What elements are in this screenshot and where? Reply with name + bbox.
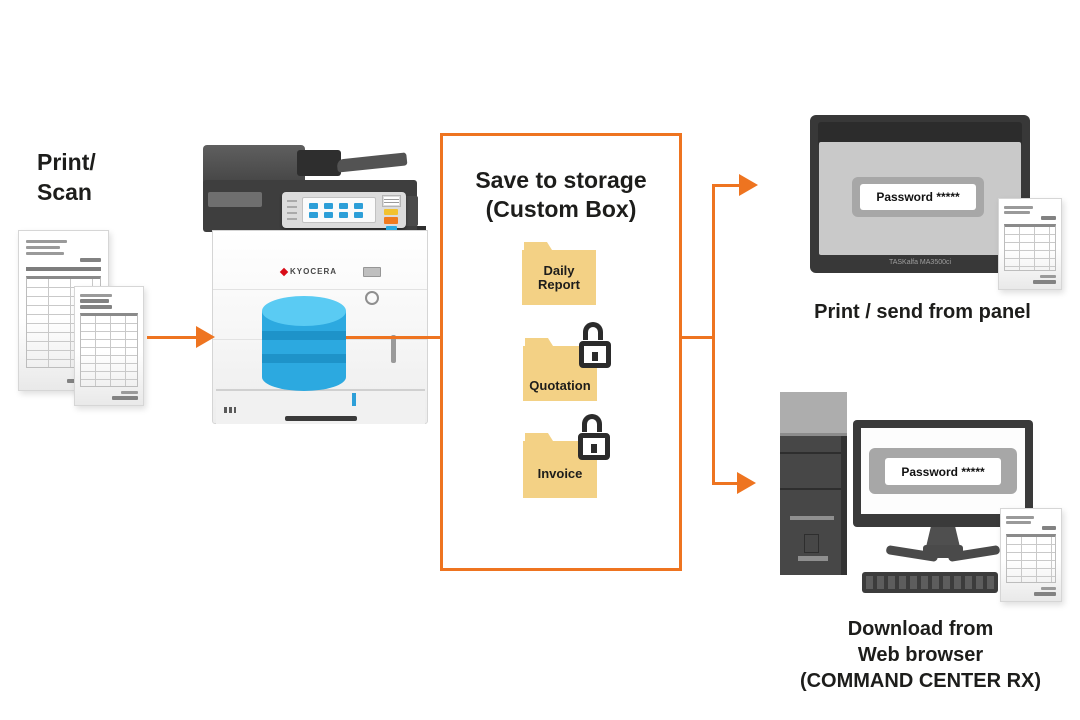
arrow-to-panel: [712, 184, 740, 187]
body-seam: [213, 289, 427, 290]
paper-level-indicator: [352, 393, 356, 406]
brand-text: KYOCERA: [290, 267, 338, 276]
operation-panel-device: Password ***** TASKalfa MA3500ci: [810, 115, 1030, 273]
line-printer-to-box: [340, 336, 440, 339]
printer-panel-hinge: [404, 196, 418, 226]
tower-button-panel: [804, 534, 819, 553]
password-field: Password *****: [885, 458, 1001, 485]
save-to-storage-box: Save to storage (Custom Box) Daily Repor…: [440, 133, 682, 571]
document-table-graphic: [80, 313, 138, 387]
kyocera-diamond-icon: [279, 267, 289, 276]
lock-icon: [578, 414, 610, 460]
pc-monitor: Password *****: [853, 420, 1033, 527]
arrowhead-right-icon: [737, 472, 756, 494]
pc-tower: [780, 392, 847, 575]
door-handle: [391, 335, 396, 363]
print-scan-heading: Print/ Scan: [37, 149, 96, 205]
folder-label: Quotation: [529, 377, 591, 393]
printer-control-panel: [282, 192, 406, 232]
folder-label: Invoice: [537, 466, 583, 481]
tower-seam: [780, 488, 847, 490]
database-icon: [262, 296, 346, 391]
monitor-screen: Password *****: [861, 428, 1025, 514]
device-model-label: TASKalfa MA3500ci: [888, 259, 952, 266]
stop-key: [384, 217, 398, 224]
arrow-to-pc: [712, 482, 738, 485]
kyocera-logo: KYOCERA: [279, 267, 338, 276]
document-table-graphic: [1006, 534, 1056, 583]
power-button-icon: [365, 291, 379, 305]
tower-side-shade: [841, 436, 847, 575]
base-center: [923, 545, 963, 558]
tray-label: [224, 407, 236, 413]
tower-vent: [798, 556, 828, 561]
tray-handle: [284, 416, 357, 421]
lock-body: [579, 341, 611, 368]
web-output-caption: Download from Web browser (COMMAND CENTE…: [799, 618, 1042, 692]
arrow-docs-to-printer: [147, 336, 197, 339]
numeric-keys-chip: [381, 195, 401, 207]
attention-key: [384, 209, 398, 215]
keyboard-icon: [862, 572, 998, 593]
tower-top: [780, 392, 847, 436]
document-table-graphic: [1004, 224, 1056, 271]
panel-output-caption: Print / send from panel: [814, 301, 1031, 323]
lock-shackle: [582, 414, 602, 432]
tower-drive-slot: [790, 516, 834, 520]
printer-touchscreen: [302, 197, 376, 223]
panel-hard-keys: [381, 195, 401, 232]
lock-icon: [579, 322, 611, 368]
monitor-stand-base: [885, 544, 1001, 563]
invoice-document-icon: [998, 198, 1062, 290]
paper-tray: [216, 389, 425, 424]
tower-seam: [780, 452, 847, 454]
documents-icon: [74, 286, 144, 406]
lock-keyhole: [591, 444, 597, 453]
lock-shackle: [583, 322, 603, 340]
password-field: Password *****: [860, 184, 976, 210]
arrowhead-right-icon: [739, 174, 758, 196]
printer-side-step: [208, 192, 262, 207]
arrowhead-right-icon: [196, 326, 215, 348]
lock-body: [578, 433, 610, 460]
usb-slot: [363, 267, 381, 277]
storage-box-title: Save to storage (Custom Box): [475, 167, 647, 222]
panel-side-keys: [287, 200, 297, 220]
branch-vertical-line: [712, 184, 715, 485]
invoice-document-icon: [1000, 508, 1062, 602]
folder-icon: Daily Report: [522, 250, 596, 305]
branch-stub-line: [682, 336, 714, 339]
monitor-stand-neck: [926, 527, 960, 547]
printer-mfp: KYOCERA: [200, 140, 440, 430]
lock-keyhole: [592, 352, 598, 361]
folder-label: Daily Report: [538, 263, 580, 293]
printer-adf-stopper: [297, 150, 341, 176]
folder-icon: Quotation: [523, 346, 597, 401]
printer-adf-tray: [336, 152, 408, 173]
start-key: [385, 226, 397, 232]
